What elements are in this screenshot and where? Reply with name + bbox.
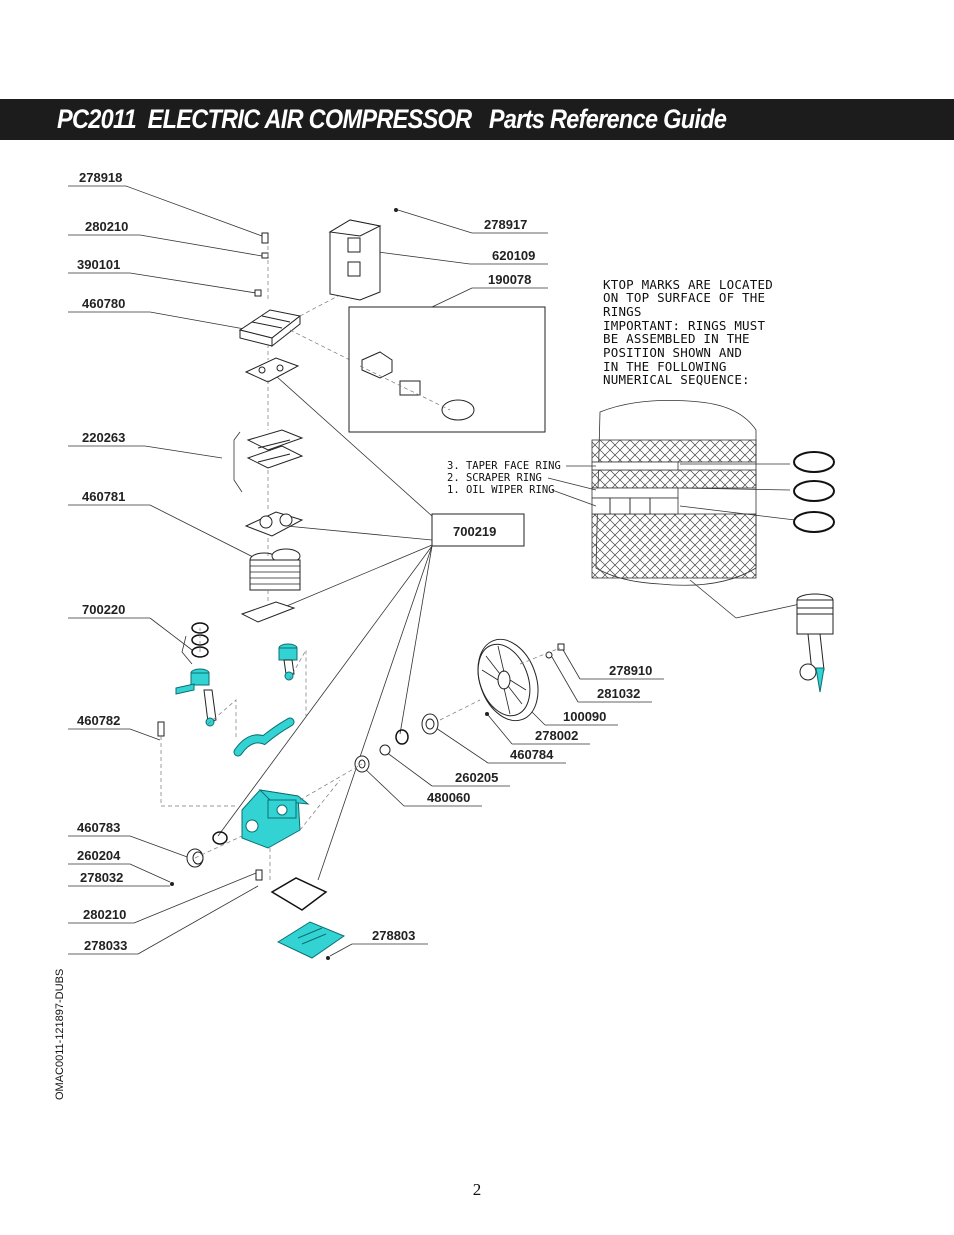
label-278033: 278033 [84,938,127,953]
air-filter [328,208,546,433]
label-278032: 278032 [80,870,123,885]
label-220263: 220263 [82,430,125,445]
page-title: PC2011 ELECTRIC AIR COMPRESSOR Parts Ref… [57,104,727,134]
title-banner: PC2011 ELECTRIC AIR COMPRESSOR Parts Ref… [0,99,954,140]
document-code: OMAC0011-121897-DUBS [54,968,66,1100]
label-278803: 278803 [372,928,415,943]
label-190078: 190078 [488,272,531,287]
label-278917: 278917 [484,217,527,232]
ring-label-oil-wiper: 1. OIL WIPER RING [447,484,554,496]
svg-text:KTOP MARKS ARE LOCATED: KTOP MARKS ARE LOCATED [603,277,773,292]
flywheel-assembly [299,638,565,801]
label-280210-bottom: 280210 [83,907,126,922]
label-260204: 260204 [77,848,121,863]
svg-text:ON TOP SURFACE OF THE: ON TOP SURFACE OF THE [603,290,765,305]
ring-label-scraper: 2. SCRAPER RING [447,472,542,484]
label-278918: 278918 [79,170,122,185]
label-460783: 460783 [77,820,120,835]
svg-text:RINGS: RINGS [603,304,642,319]
ring-label-taper: 3. TAPER FACE RING [447,460,561,472]
ring-note: KTOP MARKS ARE LOCATED ON TOP SURFACE OF… [603,277,773,387]
svg-text:NUMERICAL SEQUENCE:: NUMERICAL SEQUENCE: [603,372,750,387]
label-390101: 390101 [77,257,120,272]
label-278910: 278910 [609,663,652,678]
right-labels: 278917 620109 190078 190080 278910 28103… [217,209,664,957]
label-620109: 620109 [492,248,535,263]
label-480060: 480060 [427,790,470,805]
ring-cross-section: 3. TAPER FACE RING 2. SCRAPER RING 1. OI… [447,399,835,693]
label-460781: 460781 [82,489,125,504]
label-281032: 281032 [597,686,640,701]
label-700219: 700219 [453,524,496,539]
label-460784: 460784 [510,747,554,762]
label-278002: 278002 [535,728,578,743]
crankcase [170,779,346,960]
label-280210-top: 280210 [85,219,128,234]
label-100090: 100090 [563,709,606,724]
gasket-kit-box [431,513,525,547]
label-260205: 260205 [455,770,498,785]
label-700220: 700220 [82,602,125,617]
crank-assembly [157,622,307,807]
label-460782: 460782 [77,713,120,728]
label-460780: 460780 [82,296,125,311]
left-labels: 278918 280210 390101 460780 220263 46078… [68,170,263,955]
svg-text:BE ASSEMBLED IN THE: BE ASSEMBLED IN THE [603,331,750,346]
head-assembly [233,232,351,623]
svg-text:POSITION SHOWN AND: POSITION SHOWN AND [603,345,742,360]
svg-text:IMPORTANT: RINGS MUST: IMPORTANT: RINGS MUST [603,318,766,333]
svg-text:IN THE FOLLOWING: IN THE FOLLOWING [603,359,727,374]
page-number: 2 [472,1180,482,1199]
